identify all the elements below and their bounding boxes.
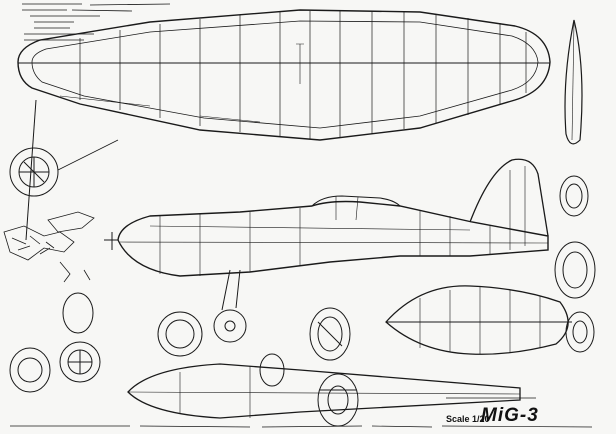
wing-section-profile [564, 19, 583, 145]
landing-gear [213, 269, 247, 343]
scale-label: Scale 1/20 [446, 414, 490, 424]
fuselage-side-view [104, 158, 549, 277]
wheel-details [9, 292, 359, 427]
fuselage-top-view [127, 363, 521, 419]
engine-detail-sketch [3, 211, 95, 283]
bottom-notes [10, 397, 593, 428]
fuselage-formers [554, 175, 596, 353]
front-view [9, 99, 119, 241]
top-left-handwritten-notes [22, 3, 171, 41]
tail-planform [385, 285, 572, 355]
wing-planform [17, 9, 551, 141]
drawing-title: MiG-3 [481, 405, 539, 426]
